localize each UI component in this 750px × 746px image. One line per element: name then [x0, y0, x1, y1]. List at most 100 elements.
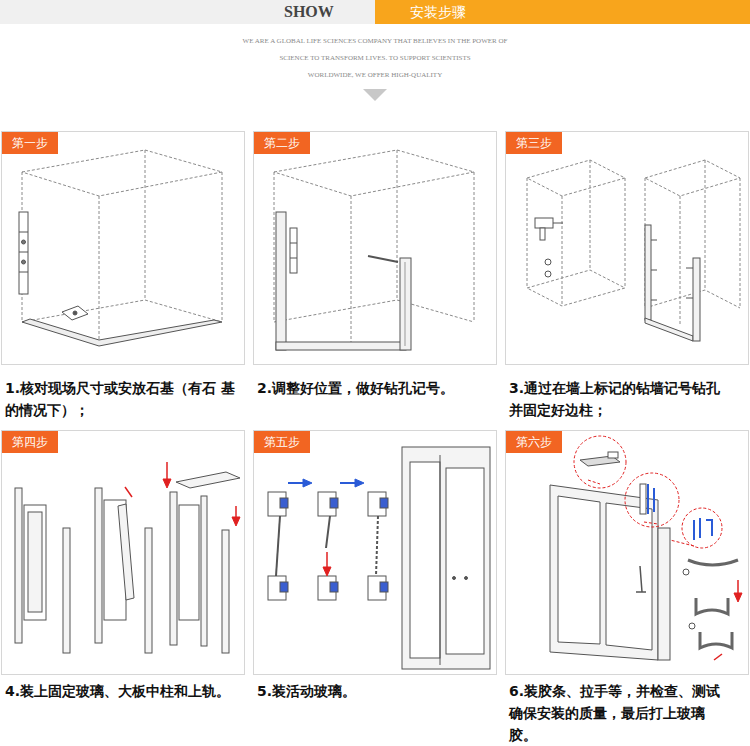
side-frame — [276, 212, 286, 350]
screw — [689, 623, 695, 629]
detail-circle — [574, 436, 626, 488]
red-arrow — [734, 593, 742, 602]
red-arrow — [326, 552, 328, 568]
door-assembly — [550, 485, 658, 660]
side-post — [693, 258, 700, 341]
intro-text: WORLDWIDE, WE OFFER HIGH-QUALITY — [0, 70, 750, 80]
side-post — [645, 318, 693, 341]
intro-text: SCIENCE TO TRANSFORM LIVES. TO SUPPORT S… — [0, 53, 750, 63]
detail-circle — [625, 473, 679, 527]
sliding-door — [440, 455, 441, 665]
red-arrow — [163, 479, 171, 488]
roller-assembly — [330, 582, 338, 592]
step-panel: 4.装上固定玻璃、大板中柱和上轨。第四步 — [1, 430, 245, 702]
panel-frame — [1, 131, 245, 365]
detail-part — [580, 452, 712, 540]
door-assembly — [606, 503, 652, 650]
roller-assembly — [268, 492, 388, 600]
room-outline — [274, 150, 474, 346]
red-arrow — [323, 567, 331, 576]
spirit-level — [290, 228, 398, 273]
drill — [535, 218, 563, 277]
header-title: 安装步骤 — [375, 0, 750, 24]
red-arrow — [714, 580, 742, 660]
blue-arrow — [340, 482, 356, 484]
door-assembly — [558, 496, 600, 644]
blue-arrow — [303, 479, 312, 487]
spirit-level — [368, 256, 398, 262]
red-arrow — [232, 517, 240, 526]
screw — [683, 569, 689, 575]
fixed-glass-stage — [28, 512, 42, 612]
step-label: 第六步 — [506, 431, 562, 453]
fixed-glass-stage — [15, 488, 22, 643]
panel-frame — [253, 131, 497, 365]
detail-circle — [574, 436, 722, 548]
door-assembly — [550, 485, 670, 660]
side-frame — [276, 212, 411, 350]
sliding-door — [402, 447, 490, 669]
blue-arrow — [288, 482, 304, 484]
sliding-door — [453, 577, 456, 580]
panel-frame — [505, 430, 749, 675]
drill — [535, 218, 553, 228]
fixed-glass-stage — [118, 504, 134, 600]
room-outline — [22, 150, 222, 346]
red-arrow — [163, 462, 240, 526]
step-panel: 6.装胶条、拉手等，并检查、测试 确保安装的质量，最后打上玻璃胶。 第六步 — [505, 430, 749, 746]
step-label: 第五步 — [254, 431, 310, 453]
step-caption: 6.装胶条、拉手等，并检查、测试 确保安装的质量，最后打上玻璃胶。 — [509, 680, 729, 746]
top-rail-stage — [222, 530, 229, 653]
step-panel: 1.核对现场尺寸或安放石基（有石 基的情况下）； 第一步 — [1, 131, 245, 421]
header-bar — [0, 0, 375, 24]
sliding-door — [465, 577, 468, 580]
fixed-glass-stage — [15, 488, 70, 653]
room-outline — [274, 150, 474, 346]
drill — [545, 259, 551, 265]
spirit-level — [22, 260, 26, 264]
roller-assembly — [280, 498, 288, 508]
spirit-level — [19, 212, 28, 294]
stone-base — [73, 311, 77, 315]
red-arrow — [737, 580, 739, 594]
step-label: 第一步 — [2, 132, 58, 154]
panel-frame — [505, 131, 749, 365]
door-handle — [688, 560, 738, 648]
side-post — [645, 225, 651, 320]
door-handle — [700, 632, 732, 648]
top-rail-stage — [179, 505, 199, 620]
down-triangle — [363, 89, 387, 101]
blue-arrow — [288, 479, 364, 487]
side-post — [651, 240, 693, 300]
side-frame — [276, 342, 406, 350]
stone-base — [62, 306, 88, 320]
door-assembly — [636, 566, 646, 592]
roller-assembly — [376, 516, 378, 576]
step-tab: 第一步 — [2, 132, 58, 154]
side-frame — [400, 258, 411, 350]
section-title: SHOW — [284, 2, 334, 22]
step-tab: 第三步 — [506, 132, 562, 154]
top-rail-stage — [170, 472, 240, 653]
step-caption: 1.核对现场尺寸或安放石基（有石 基的情况下）； — [5, 377, 237, 421]
drill — [545, 271, 551, 277]
step-panel: 3.通过在墙上标记的钻墙记号钻孔 并固定好边柱； 第三步 — [505, 131, 749, 421]
header-bar — [0, 0, 375, 24]
drill — [540, 228, 545, 240]
detail-part — [640, 484, 646, 514]
step-caption: 4.装上固定玻璃、大板中柱和上轨。 — [5, 680, 245, 702]
fixed-glass-stage — [125, 487, 132, 497]
fixed-glass-stage — [95, 487, 152, 653]
stone-base — [22, 319, 222, 346]
step-caption: 3.通过在墙上标记的钻墙记号钻孔 并固定好边柱； — [509, 377, 729, 421]
spirit-level — [19, 232, 28, 272]
stone-base — [22, 306, 222, 346]
red-arrow — [166, 462, 168, 480]
panel-frame — [253, 430, 497, 675]
roller-assembly — [326, 516, 330, 548]
spirit-level — [290, 243, 297, 258]
blue-arrow — [355, 479, 364, 487]
top-rail-stage — [170, 492, 177, 645]
spirit-level — [19, 212, 28, 294]
